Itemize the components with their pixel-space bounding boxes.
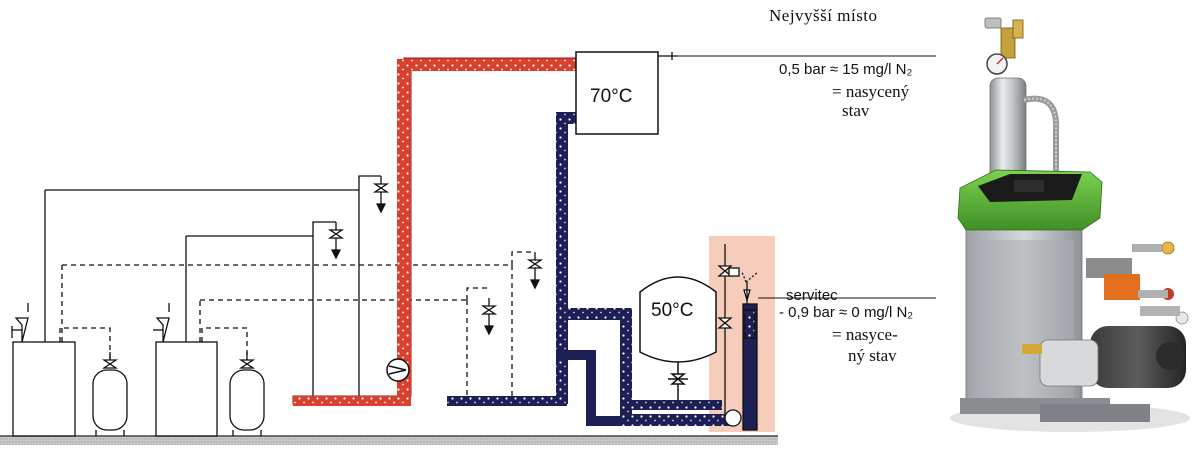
tank-temperature: 50°C (651, 300, 694, 321)
safety-valve-1 (11, 303, 29, 343)
expansion-vessel-2 (229, 352, 265, 436)
servitec-highlight (709, 236, 775, 432)
ground (0, 436, 778, 445)
top-state-line2: stav (842, 101, 870, 120)
servitec-state-line2: ný stav (848, 346, 897, 365)
servitec-state-line1: = nasyce- (832, 325, 898, 344)
heater-box (575, 51, 659, 135)
top-state-line1: = nasycený (832, 82, 910, 101)
heater-temperature: 70°C (590, 86, 633, 107)
cold-pipe (447, 112, 730, 426)
top-point-label: Nejvyšší místo (769, 6, 878, 25)
top-pressure-label: 0,5 bar ≈ 15 mg/l N₂ (779, 61, 913, 78)
storage-tank (639, 276, 717, 400)
servitec-unit (717, 244, 759, 431)
servitec-device-image (950, 17, 1190, 432)
servitec-label: servitec (786, 287, 838, 304)
boiler-unit-2 (155, 235, 467, 437)
safety-valve-2 (153, 303, 170, 343)
expansion-vessel-1 (92, 352, 128, 436)
return-branches (466, 251, 535, 398)
boiler-unit-1 (12, 189, 512, 437)
circulation-pump (386, 358, 410, 382)
servitec-pressure-label: - 0,9 bar ≈ 0 mg/l N₂ (779, 304, 914, 321)
vent-valves (327, 176, 544, 336)
supply-branches (312, 175, 381, 398)
